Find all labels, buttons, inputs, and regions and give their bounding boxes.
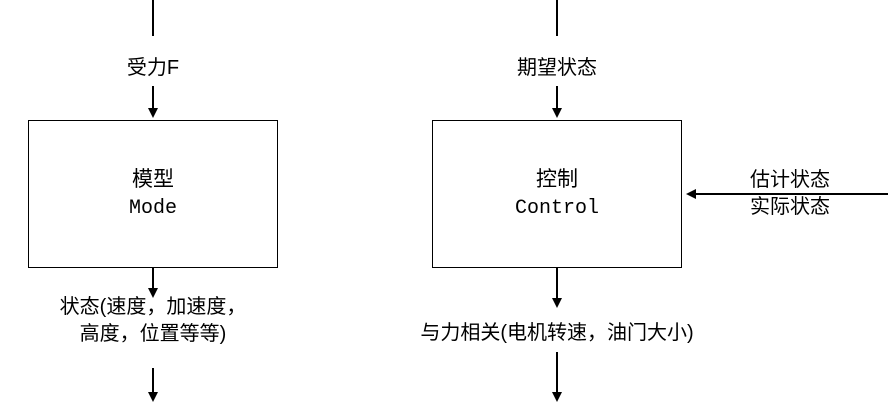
label-model-input: 受力F xyxy=(126,57,180,79)
block-control-subtitle: Control xyxy=(514,197,599,220)
block-control[interactable]: 控制 Control xyxy=(432,120,682,268)
block-model-subtitle: Mode xyxy=(128,197,177,220)
label-model-output: 状态(速度，加速度， 高度，位置等等) xyxy=(59,296,247,345)
label-control-input: 期望状态 xyxy=(517,57,597,79)
block-model[interactable]: 模型 Mode xyxy=(28,120,278,268)
block-model-title: 模型 xyxy=(132,168,174,191)
label-control-output: 与力相关(电机转速，油门大小) xyxy=(420,322,694,344)
block-control-title: 控制 xyxy=(536,168,578,191)
label-control-side-input: 估计状态 实际状态 xyxy=(750,169,830,218)
